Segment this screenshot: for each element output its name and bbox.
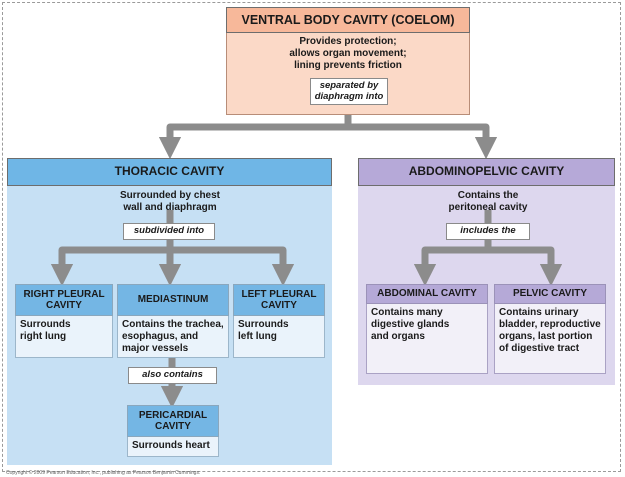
ventral-cavity-title: VENTRAL BODY CAVITY (COELOM) xyxy=(226,7,470,33)
abdominopelvic-desc-line: peritoneal cavity xyxy=(448,202,528,213)
thoracic-cavity-description: Surrounded by chest wall and diaphragm xyxy=(60,190,280,214)
ventral-cavity-description: Provides protection; allows organ moveme… xyxy=(226,36,470,72)
right-pleural-desc-line: right lung xyxy=(20,331,67,342)
mediastinum-desc-line: Contains the trachea, xyxy=(122,319,224,330)
mediastinum-desc-line: major vessels xyxy=(122,343,189,354)
right-pleural-desc-line: Surrounds xyxy=(20,319,71,330)
pelvic-desc-line: bladder, reproductive xyxy=(499,319,601,330)
separated-by-line: diaphragm into xyxy=(314,90,384,102)
pericardial-cavity-title: PERICARDIAL CAVITY xyxy=(127,405,219,437)
ventral-desc-line: lining prevents friction xyxy=(294,60,402,71)
right-pleural-cavity-title: RIGHT PLEURAL CAVITY xyxy=(15,284,113,316)
right-pleural-title-line: RIGHT PLEURAL xyxy=(23,288,105,300)
abdominal-desc-line: digestive glands xyxy=(371,319,450,330)
pericardial-title-line: CAVITY xyxy=(155,421,191,432)
left-pleural-desc-line: left lung xyxy=(238,331,277,342)
copyright-notice: Copyright © 2009 Pearson Education, Inc.… xyxy=(6,470,201,476)
mediastinum-title: MEDIASTINUM xyxy=(117,284,229,316)
pericardial-cavity-description: Surrounds heart xyxy=(127,437,219,457)
abdominopelvic-cavity-title: ABDOMINOPELVIC CAVITY xyxy=(358,158,615,186)
ventral-desc-line: Provides protection; xyxy=(299,36,397,47)
pelvic-cavity-description: Contains urinary bladder, reproductive o… xyxy=(494,304,606,374)
left-pleural-cavity-title: LEFT PLEURAL CAVITY xyxy=(233,284,325,316)
abdominal-cavity-description: Contains many digestive glands and organ… xyxy=(366,304,488,374)
ventral-desc-line: allows organ movement; xyxy=(289,48,407,59)
left-pleural-desc-line: Surrounds xyxy=(238,319,289,330)
thoracic-cavity-title: THORACIC CAVITY xyxy=(7,158,332,186)
pericardial-title-line: PERICARDIAL xyxy=(138,409,208,421)
abdominopelvic-desc-line: Contains the xyxy=(457,190,519,201)
right-pleural-title-line: CAVITY xyxy=(46,300,82,311)
abdominal-cavity-title: ABDOMINAL CAVITY xyxy=(366,284,488,304)
pelvic-cavity-title: PELVIC CAVITY xyxy=(494,284,606,304)
right-pleural-cavity-description: Surrounds right lung xyxy=(15,316,113,358)
abdominopelvic-cavity-description: Contains the peritoneal cavity xyxy=(408,190,568,214)
also-contains-label: also contains xyxy=(128,367,217,384)
includes-the-label: includes the xyxy=(446,223,530,240)
pelvic-desc-line: of digestive tract xyxy=(499,343,580,354)
left-pleural-title-line: CAVITY xyxy=(261,300,297,311)
figure-frame xyxy=(2,2,621,472)
left-pleural-title-line: LEFT PLEURAL xyxy=(241,288,317,300)
connector-abdominopelvic-branch xyxy=(421,246,563,287)
thoracic-desc-line: wall and diaphragm xyxy=(123,202,217,213)
separated-by-label: separated by diaphragm into xyxy=(310,78,388,105)
thoracic-desc-line: Surrounded by chest xyxy=(119,190,220,201)
connector-ventral-branch xyxy=(166,123,498,160)
pelvic-desc-line: organs, last portion xyxy=(499,331,593,342)
subdivided-into-label: subdivided into xyxy=(123,223,215,240)
abdominal-desc-line: Contains many xyxy=(371,307,443,318)
abdominal-desc-line: and organs xyxy=(371,331,425,342)
mediastinum-description: Contains the trachea, esophagus, and maj… xyxy=(117,316,229,358)
separated-by-line: separated by xyxy=(319,79,379,91)
mediastinum-desc-line: esophagus, and xyxy=(122,331,199,342)
pelvic-desc-line: Contains urinary xyxy=(499,307,579,318)
left-pleural-cavity-description: Surrounds left lung xyxy=(233,316,325,358)
